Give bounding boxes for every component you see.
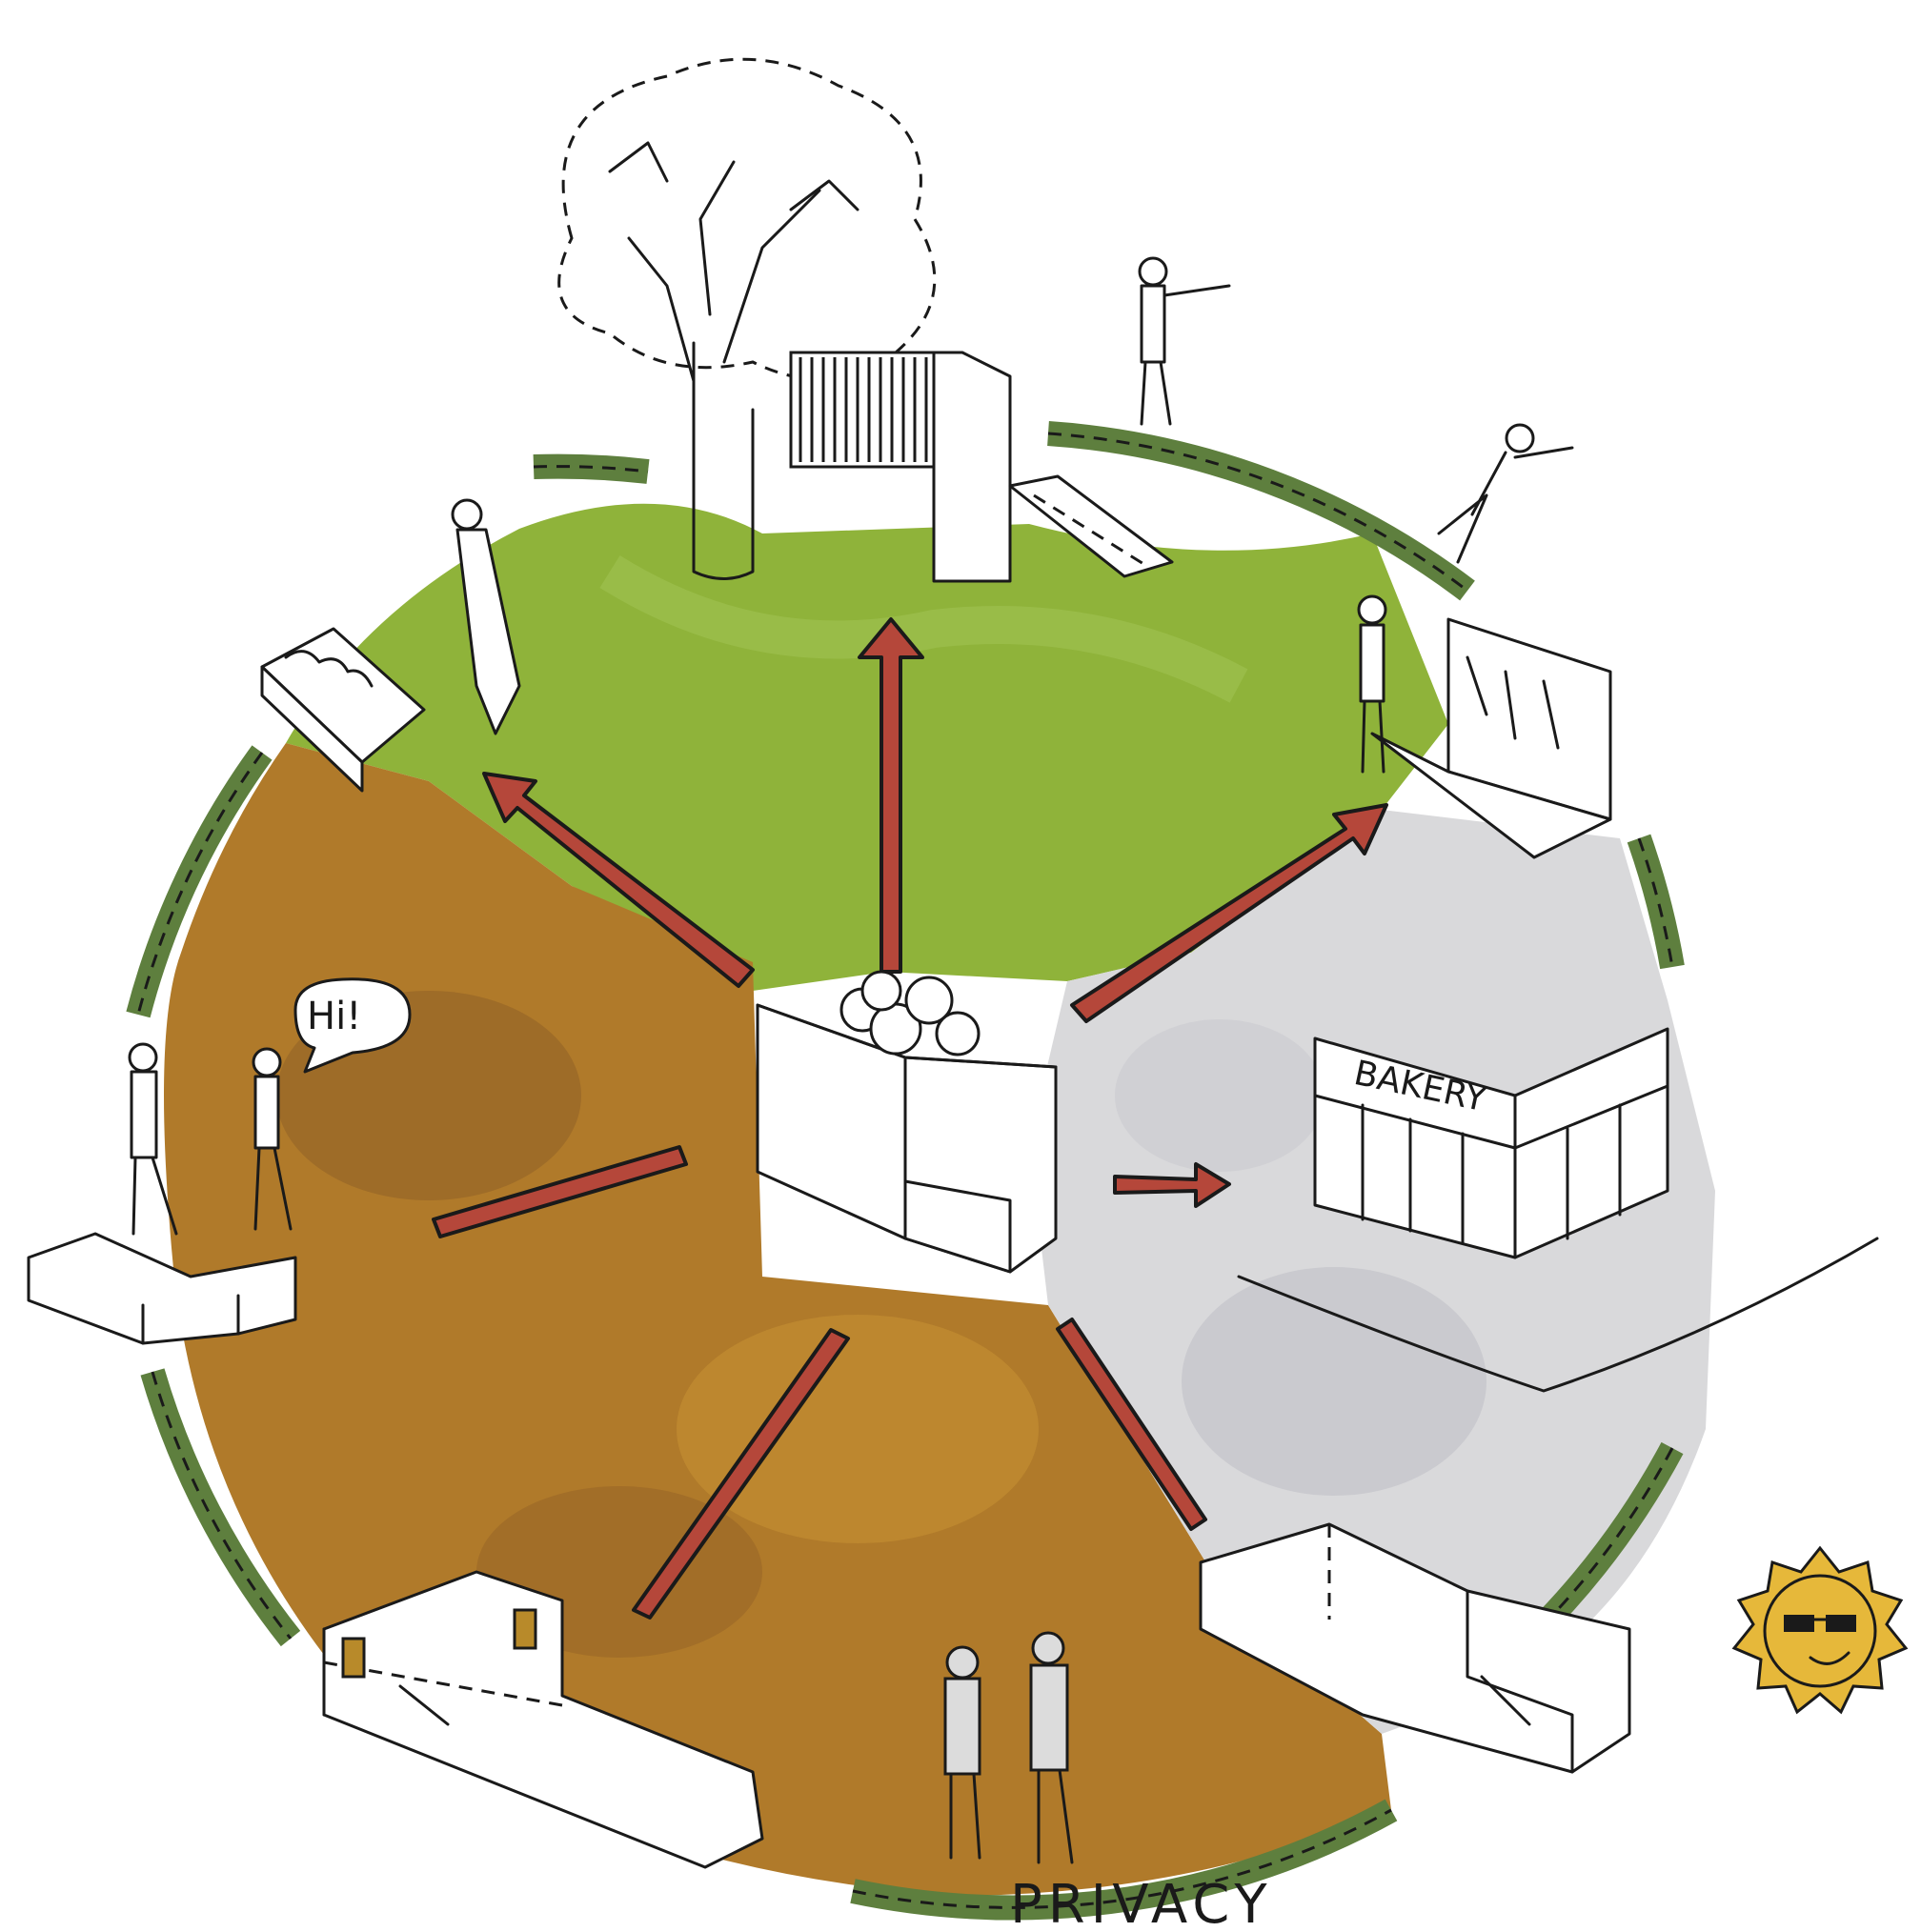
central-planter: [758, 972, 1056, 1272]
privacy-label: PRIVACY: [1010, 1874, 1273, 1932]
tree-icon: [559, 59, 935, 578]
speech-bubble-text: Hi!: [307, 995, 361, 1038]
sun-icon: [1734, 1548, 1906, 1712]
person-icon-frisbee: [1140, 258, 1229, 424]
person-icon-catcher: [1439, 425, 1572, 562]
